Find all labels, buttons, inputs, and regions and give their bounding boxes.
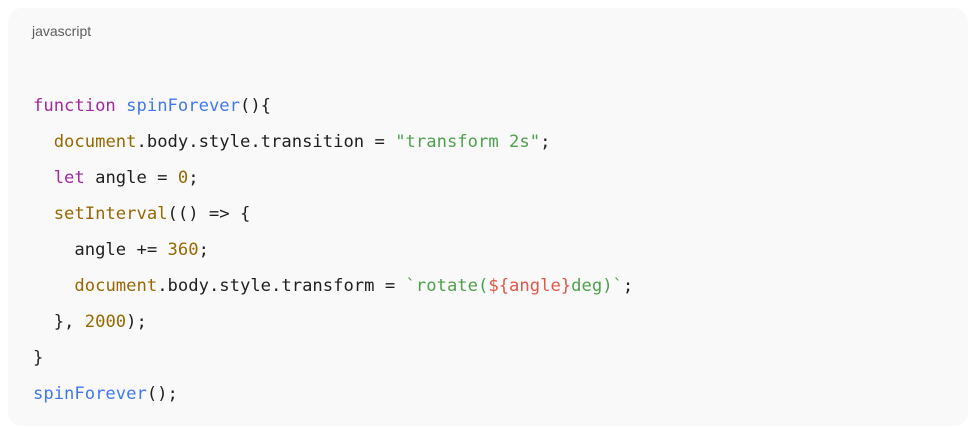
code-token: (); bbox=[146, 384, 178, 404]
code-line: document.body.style.transform = `rotate(… bbox=[33, 268, 633, 304]
code-token bbox=[116, 96, 126, 116]
code-token bbox=[33, 204, 54, 224]
code-token: ; bbox=[198, 240, 209, 260]
code-token: let bbox=[53, 168, 85, 188]
code-token: setInterval bbox=[53, 204, 168, 224]
code-token: 0 bbox=[177, 168, 189, 188]
code-token: ; bbox=[188, 168, 199, 188]
code-token: ); bbox=[126, 312, 147, 332]
code-token bbox=[33, 132, 54, 152]
code-token: } bbox=[33, 348, 44, 368]
code-token: 2000 bbox=[84, 312, 127, 332]
code-language-label: javascript bbox=[32, 23, 92, 39]
code-token: `rotate( bbox=[405, 276, 489, 296]
code-token: "transform 2s" bbox=[395, 132, 541, 152]
code-token: ; bbox=[622, 276, 634, 296]
code-line: let angle = 0; bbox=[33, 160, 633, 196]
code-token: angle = bbox=[84, 168, 178, 188]
code-line: }, 2000); bbox=[33, 304, 633, 340]
code-token: spinForever bbox=[33, 384, 147, 404]
code-token: angle += bbox=[33, 240, 168, 260]
code-line: setInterval(() => { bbox=[33, 196, 633, 232]
code-token bbox=[33, 276, 74, 296]
code-token: ${angle} bbox=[488, 276, 572, 296]
code-token: ; bbox=[540, 132, 551, 152]
code-line: } bbox=[33, 340, 633, 376]
code-token: .body.style.transform = bbox=[157, 276, 406, 296]
code-token: (){ bbox=[239, 96, 272, 116]
code-token: document bbox=[53, 132, 137, 152]
code-line: spinForever(); bbox=[33, 376, 633, 412]
code-token: spinForever bbox=[126, 96, 240, 116]
code-token bbox=[33, 168, 54, 188]
code-token: document bbox=[74, 276, 158, 296]
code-block: javascript function spinForever(){ docum… bbox=[8, 8, 968, 426]
code-token: deg)` bbox=[571, 276, 623, 296]
code-token: .body.style.transition = bbox=[136, 132, 396, 152]
code-token: 360 bbox=[167, 240, 199, 260]
code-token: (() => { bbox=[167, 204, 251, 224]
code-content[interactable]: function spinForever(){ document.body.st… bbox=[33, 88, 633, 412]
code-line: function spinForever(){ bbox=[33, 88, 633, 124]
code-line: document.body.style.transition = "transf… bbox=[33, 124, 633, 160]
code-line: angle += 360; bbox=[33, 232, 633, 268]
code-token: }, bbox=[33, 312, 85, 332]
code-token: function bbox=[33, 96, 116, 116]
